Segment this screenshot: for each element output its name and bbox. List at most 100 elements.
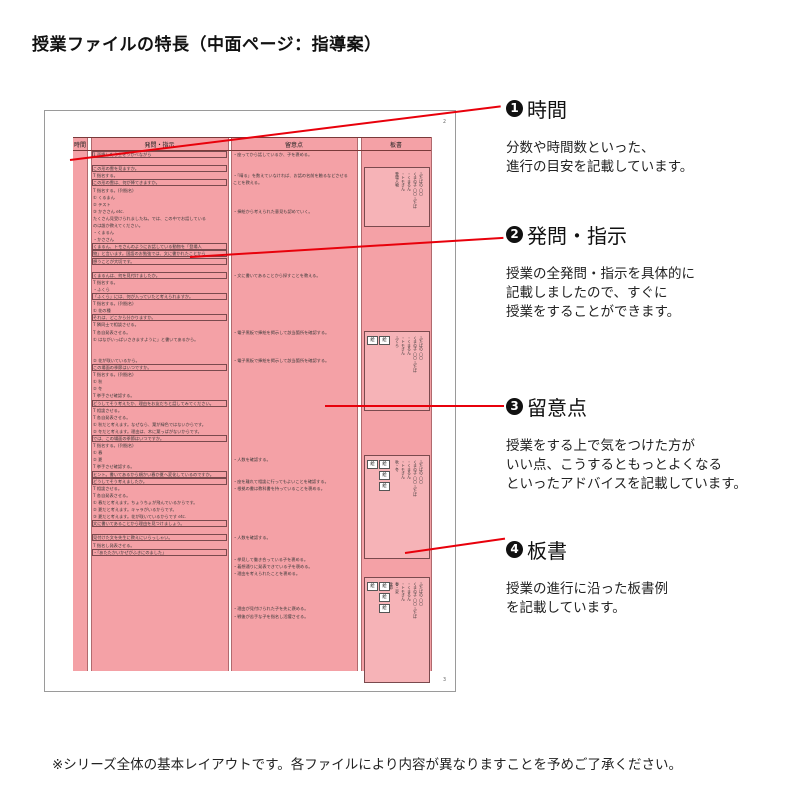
note-line: ・理由が見付けられた子を先に褒める。 xyxy=(233,606,309,612)
callout-title: 時間 xyxy=(527,98,567,122)
board-text: 季節 xyxy=(389,582,395,590)
board-picture-box: 絵 xyxy=(367,460,378,469)
header-notes: 留意点 xyxy=(284,142,303,149)
board-picture-box: 絵 xyxy=(379,482,390,491)
board-text: ・トモさん xyxy=(401,582,407,601)
lesson-plan-sheet: 2 3 時間 発問・指示 留意点 板書 1 雨降したら空をうかべながらこの形の雲… xyxy=(44,110,456,692)
notes-column xyxy=(231,137,357,671)
question-line: ① くるまん xyxy=(93,194,115,200)
callout-description-line: 進行の目安を記載しています。 xyxy=(506,159,694,175)
question-line: ③ 夏だと考えます。花が咲いているからです etc. xyxy=(93,514,187,520)
board-picture-box: 絵 xyxy=(367,336,378,345)
question-line: T 挙手させ確認する。 xyxy=(93,464,135,470)
callout-description: 授業をする上で気をつけた方がいい点、こうするともっとよくなるといったアドバイスを… xyxy=(506,437,747,494)
board-text: 秋・冬 xyxy=(395,460,401,472)
question-line: ・「あたたかいかぜがふきにのました」 xyxy=(92,548,227,556)
callout-description-line: 授業をする上で気をつけた方が xyxy=(506,438,695,454)
note-line: ・文に書いてあることから探すことを教える。 xyxy=(233,272,321,278)
board-text: くまの子 〇〇 ふたば xyxy=(413,336,419,373)
question-line: T 各自発表させる。 xyxy=(93,414,131,420)
note-line: ・座ってから話しているか、子を褒める。 xyxy=(233,152,313,157)
board-picture-box: 絵 xyxy=(379,593,390,602)
page-title: 授業ファイルの特長（中面ページ：指導案） xyxy=(32,35,382,55)
note-line: ・挿絵から考えられた意見も認めていく。 xyxy=(233,208,313,214)
question-line: T 指名する。 xyxy=(93,279,118,285)
callout-description-line: を記載しています。 xyxy=(506,600,626,616)
question-line: この形の雲を見ますか。 xyxy=(92,165,227,173)
question-line: ① 春 xyxy=(93,450,103,456)
board-example: 絵絵絵絵ふたばの 〇〇くまの子 〇〇 ふたば・くまるん・トモさん秋・冬 xyxy=(364,455,430,559)
board-example: 絵絵絵絵ふたばの 〇〇くまの子 〇〇 ふたば・くまるん・トモさん春・夏季節 xyxy=(364,577,430,683)
question-line: T 挙手させ確認する。 xyxy=(93,393,135,399)
question-line: 「ふくら」には、何が入っていたと考えられますか。 xyxy=(92,293,227,300)
board-text: ・くまるん xyxy=(407,582,413,601)
board-text: ・くまるん xyxy=(407,336,413,355)
page-number-top: 2 xyxy=(443,119,447,125)
note-line: ・人数を確認する。 xyxy=(233,457,271,463)
question-line: ② 冬だと考えます。理由は、木に葉っぱがないからです。 xyxy=(93,428,202,434)
note-line: ・根拠の書は教科書を持っていることを褒める。 xyxy=(233,485,325,491)
note-line: ・挙見して働き合っている子を褒める。 xyxy=(233,556,309,562)
question-line: たくさん見受けられましたね。では、この中でお話している xyxy=(93,215,206,221)
board-text: 春・夏 xyxy=(395,582,401,594)
question-line: 文に書いてあることから理由を見つけましょう。 xyxy=(92,520,227,528)
question-line: 想うことが大切です。 xyxy=(92,257,227,265)
board-text: ふたばの 〇〇 xyxy=(419,336,425,361)
board-text: ・トモさん xyxy=(401,172,407,191)
callout-description-line: 授業の進行に沿った板書例 xyxy=(506,581,668,597)
note-line: ことを教える。 xyxy=(233,180,263,186)
question-line: ・くまるん xyxy=(93,230,114,236)
question-line: この形の雲は、何が降てきますか。 xyxy=(92,179,227,187)
table-header-row: 時間 発問・指示 留意点 板書 xyxy=(73,137,431,151)
question-line: T 指名する。(列指名) xyxy=(93,372,134,378)
question-line: くまるんは、何を見付けましたか。 xyxy=(92,271,227,279)
board-text: ・トモさん xyxy=(401,336,407,355)
question-line: この場面の季節はいつですか。 xyxy=(92,364,227,371)
lesson-plan-table: 時間 発問・指示 留意点 板書 1 雨降したら空をうかべながらこの形の雲を見ます… xyxy=(73,137,433,683)
board-text: くまの子 〇〇 ふたば xyxy=(413,460,419,497)
question-line: ② 夏 xyxy=(93,457,103,463)
question-line: 見付けた文を先生に教えにいらっしゃい。 xyxy=(92,534,227,542)
question-line: ヒント。書いてあるから順かい春か夏へ変化しているのですか。 xyxy=(92,470,227,478)
board-picture-box: 絵 xyxy=(379,460,390,469)
board-example: ふたばの 〇〇くまの子 〇〇 ふたば・くまるん・トモさん登場人物 xyxy=(364,167,430,227)
note-line: ・戦後が苦手な子を指名し活躍させる。 xyxy=(233,613,309,619)
board-example: 絵絵ふたばの 〇〇くまの子 〇〇 ふたば・くまるん・トモさんふくら xyxy=(364,331,430,411)
board-text: くまの子 〇〇 ふたば xyxy=(413,582,419,619)
question-line: T 指名する。(列指名) xyxy=(93,443,134,449)
board-text: くまの子 〇〇 ふたば xyxy=(413,172,419,209)
callout-number-badge: 1 xyxy=(506,100,523,117)
question-line: T 指名する。(列指名) xyxy=(93,301,134,307)
note-line: ・「晴る」を数えていなければ、お話の名前を触るなどさせる xyxy=(233,173,348,179)
question-line: T 相談させる。 xyxy=(93,407,123,413)
question-line: ② 冬 xyxy=(93,386,103,392)
note-line: ・人数を確認する。 xyxy=(233,535,271,541)
footer-note: ※シリーズ全体の基本レイアウトです。各ファイルにより内容が異なりますことを予めご… xyxy=(52,757,683,773)
question-line: T 隣同士で相談させる。 xyxy=(93,322,139,328)
question-line: のは誰か教えてください。 xyxy=(93,223,143,228)
question-line: T 指名する。 xyxy=(93,173,118,179)
board-picture-box: 絵 xyxy=(379,604,390,613)
board-picture-box: 絵 xyxy=(379,582,390,591)
note-line: ・座を離れて相談に行ってもよいことを確認する。 xyxy=(233,478,329,484)
callout-title: 板書 xyxy=(527,539,567,563)
question-line: では、この場面の季節はいつですか。 xyxy=(92,435,227,442)
board-text: ふくら xyxy=(395,336,401,348)
callout-description-line: 授業の全発問・指示を具体的に xyxy=(506,266,695,282)
callout-line-3 xyxy=(325,405,504,407)
page-number-bottom: 3 xyxy=(443,677,447,683)
callout-description-line: 授業をすることができます。 xyxy=(506,304,681,320)
question-line: ① はながいっぱいさきますように」と書いてあるから。 xyxy=(93,336,199,342)
question-line: どうしてそう考えたか、理由をお友だちと話してみてください。 xyxy=(92,399,227,407)
note-line: ・電子黒板で挿絵を掲示して該当箇所を確認する。 xyxy=(233,329,330,335)
board-text: ・くまるん xyxy=(407,172,413,191)
header-board: 板書 xyxy=(389,142,402,149)
note-line: ・電子黒板で挿絵を掲示して該当箇所を確認する。 xyxy=(233,357,330,363)
question-line: T 各自発表させる。 xyxy=(93,492,131,498)
callout-description: 授業の全発問・指示を具体的に記載しましたので、すぐに授業をすることができます。 xyxy=(506,265,695,322)
